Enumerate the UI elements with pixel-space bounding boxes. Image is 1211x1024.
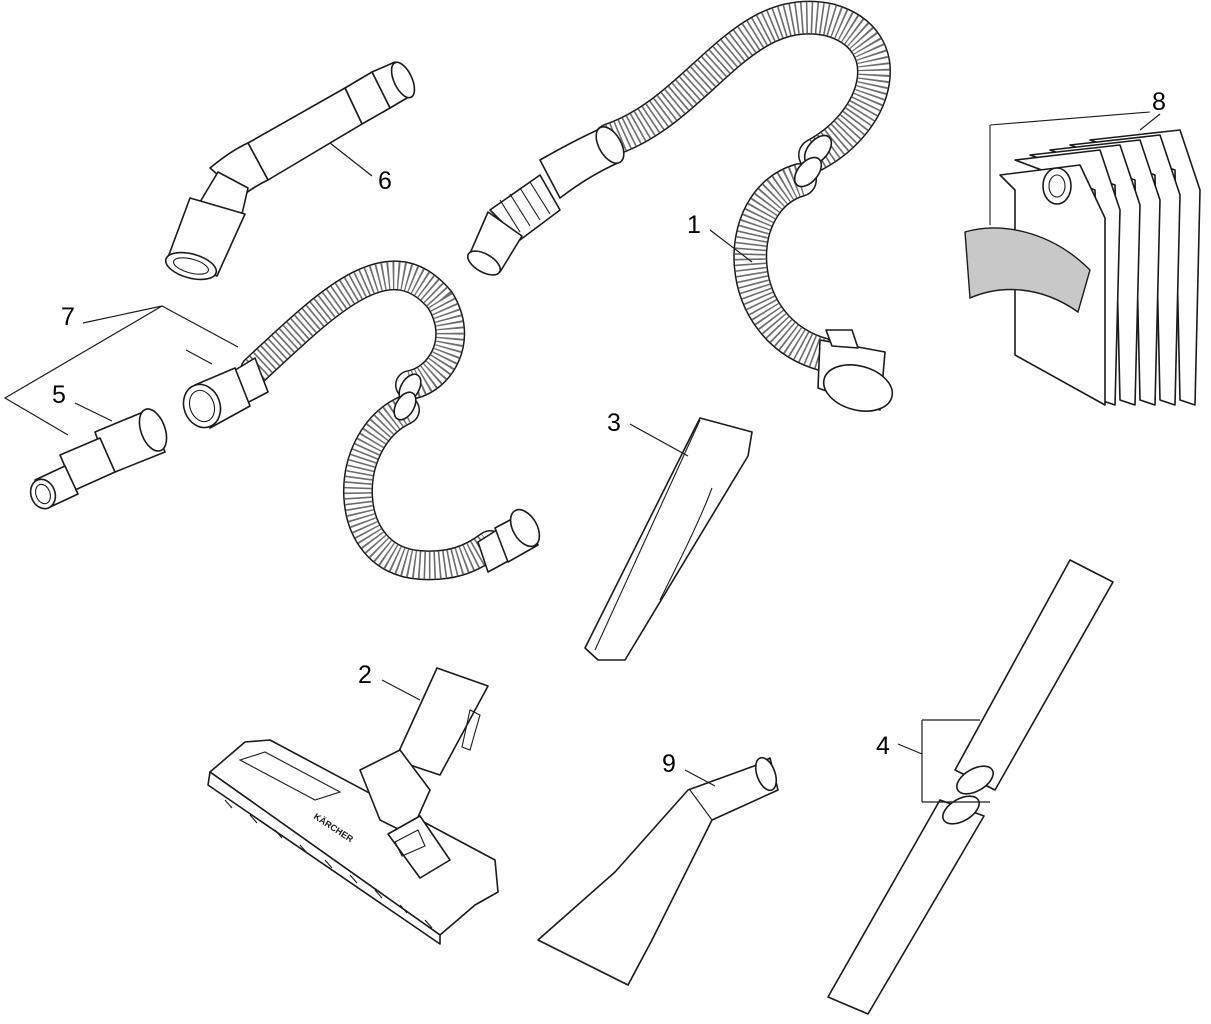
part-8-filter-bags <box>964 111 1201 406</box>
leader-1 <box>709 229 753 263</box>
leader-8 <box>1139 113 1161 131</box>
part-7-hose-with-adapter <box>182 260 541 581</box>
leader-9 <box>684 769 716 787</box>
leader-2 <box>381 679 421 701</box>
callout-7: 7 <box>61 303 75 331</box>
part-1-suction-hose <box>466 0 894 412</box>
part-9-wet-nozzle <box>537 756 779 986</box>
leader-7-branch-b <box>185 349 213 365</box>
callout-8: 8 <box>1152 88 1166 116</box>
part-5-adapter <box>29 408 168 510</box>
callout-2: 2 <box>358 661 372 689</box>
leader-5 <box>74 402 113 422</box>
callout-9: 9 <box>662 750 676 778</box>
callout-4: 4 <box>876 732 890 760</box>
callout-5: 5 <box>52 381 66 409</box>
leader-4-bracket <box>921 719 990 803</box>
leader-7-branch-a <box>3 305 163 436</box>
part-2-floor-nozzle: KÄRCHER <box>207 667 499 945</box>
part-4-extension-tubes <box>827 559 1114 1015</box>
callout-6: 6 <box>378 167 392 195</box>
leader-4 <box>897 743 923 755</box>
leader-lines <box>3 113 1161 803</box>
callout-1: 1 <box>687 211 701 239</box>
part-6-bent-pipe <box>164 61 416 281</box>
callout-3: 3 <box>607 409 621 437</box>
leader-3 <box>629 423 689 457</box>
leader-6 <box>329 142 373 177</box>
leader-7 <box>82 305 239 348</box>
callout-numbers: 1 2 3 4 5 6 7 8 9 <box>52 88 1166 778</box>
part-3-crevice-nozzle <box>584 417 753 661</box>
